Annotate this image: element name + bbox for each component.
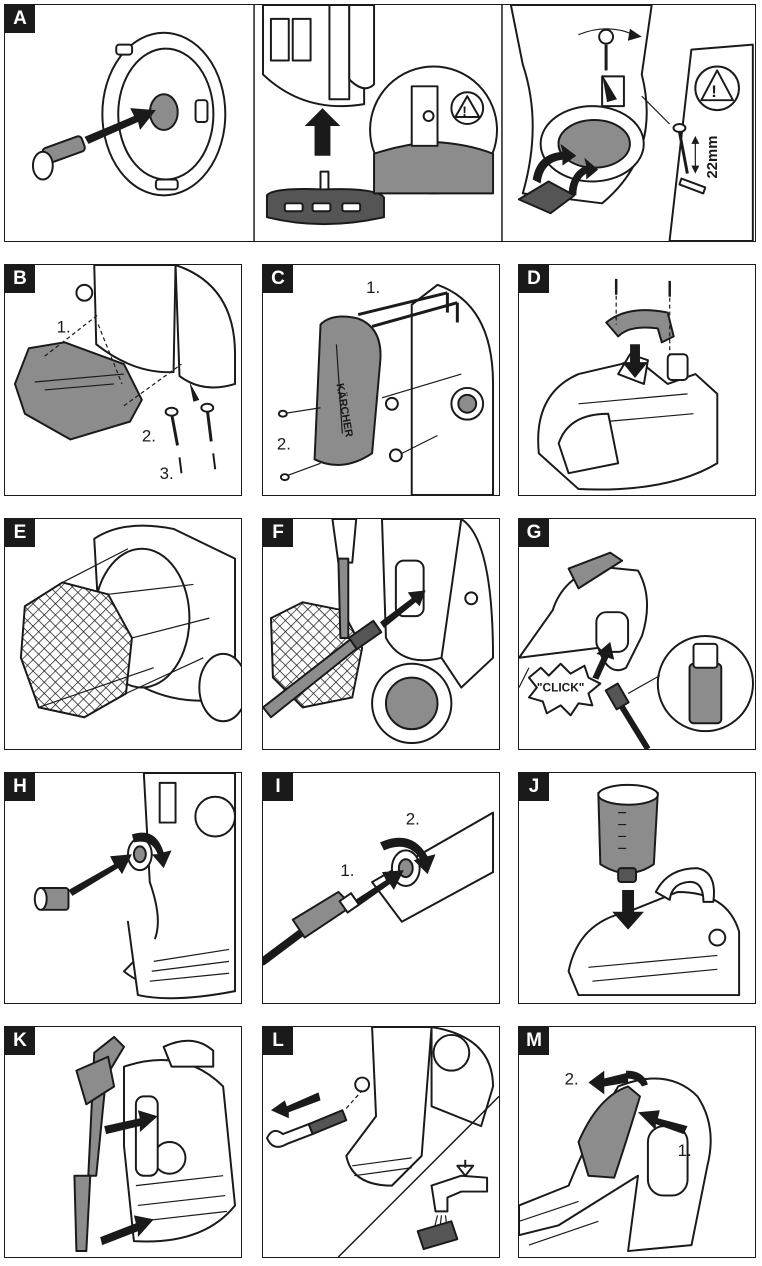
panel-a: A bbox=[4, 4, 756, 242]
panel-i: I 1. 2. bbox=[262, 772, 500, 1004]
panel-letter-a: A bbox=[5, 5, 35, 33]
water-tap-icon bbox=[416, 1159, 489, 1251]
illustration-l bbox=[266, 1027, 499, 1257]
base-foot-assembly: ! bbox=[262, 5, 498, 226]
step-label-b-2: 2. bbox=[142, 426, 156, 445]
panel-m: M 2. 1. bbox=[518, 1026, 756, 1258]
illustration-f bbox=[263, 519, 495, 745]
svg-text:!: ! bbox=[711, 82, 717, 101]
handle-screw-assembly: ! 22mm bbox=[509, 5, 754, 241]
illustration-h bbox=[33, 773, 237, 1000]
panel-d: D bbox=[518, 264, 756, 496]
panel-letter-d: D bbox=[519, 265, 549, 293]
panel-k: K bbox=[4, 1026, 242, 1258]
illustration-k bbox=[73, 1035, 237, 1253]
warning-triangle-icon: ! bbox=[450, 91, 485, 125]
panel-j: J bbox=[518, 772, 756, 1004]
screw-length-label: 22mm bbox=[705, 136, 721, 179]
illustration-i: 1. 2. bbox=[263, 810, 495, 966]
panel-letter-m: M bbox=[519, 1027, 549, 1055]
step-label-c-2: 2. bbox=[277, 434, 291, 453]
axle-pin bbox=[31, 135, 86, 181]
panel-letter-k: K bbox=[5, 1027, 35, 1055]
illustration-j bbox=[567, 783, 741, 997]
panel-letter-l: L bbox=[263, 1027, 293, 1055]
panel-letter-c: C bbox=[263, 265, 293, 293]
illustration-d bbox=[537, 278, 719, 491]
panel-letter-f: F bbox=[263, 519, 293, 547]
panel-letter-j: J bbox=[519, 773, 549, 801]
panel-letter-b: B bbox=[5, 265, 35, 293]
panel-g: G "CLICK" bbox=[518, 518, 756, 750]
adapter-fitting bbox=[33, 887, 70, 911]
step-label-b-3: 3. bbox=[160, 464, 174, 483]
click-sound-text: "CLICK" bbox=[537, 681, 585, 695]
detergent-bottle bbox=[597, 783, 659, 884]
panel-letter-i: I bbox=[263, 773, 293, 801]
panel-h: H bbox=[4, 772, 242, 1004]
screw-icon bbox=[164, 402, 217, 474]
illustration-b: 1. 2. 3. bbox=[13, 265, 237, 483]
panel-letter-g: G bbox=[519, 519, 549, 547]
wheel-assembly bbox=[31, 31, 227, 197]
step-label-i-2: 2. bbox=[406, 810, 420, 829]
step-label-c-1: 1. bbox=[366, 278, 380, 297]
panel-f: F bbox=[262, 518, 500, 750]
panel-e: E bbox=[4, 518, 242, 750]
svg-text:!: ! bbox=[462, 103, 467, 119]
panel-c: C KÄRCHER 1. 2. bbox=[262, 264, 500, 496]
step-label-m-2: 2. bbox=[565, 1070, 579, 1089]
panel-letter-h: H bbox=[5, 773, 35, 801]
step-label-i-1: 1. bbox=[340, 861, 354, 880]
illustration-e bbox=[19, 524, 241, 723]
illustration-m: 2. 1. bbox=[519, 1070, 712, 1253]
step-label-b-1: 1. bbox=[57, 317, 71, 336]
panel-b: B 1. 2. 3. bbox=[4, 264, 242, 496]
panel-letter-e: E bbox=[5, 519, 35, 547]
illustration-c: KÄRCHER 1. 2. bbox=[277, 278, 495, 495]
illustration-a: ! ! 22mm bbox=[31, 5, 754, 241]
step-label-m-1: 1. bbox=[678, 1141, 692, 1160]
panel-l: L bbox=[262, 1026, 500, 1258]
illustration-g: "CLICK" bbox=[519, 551, 754, 749]
